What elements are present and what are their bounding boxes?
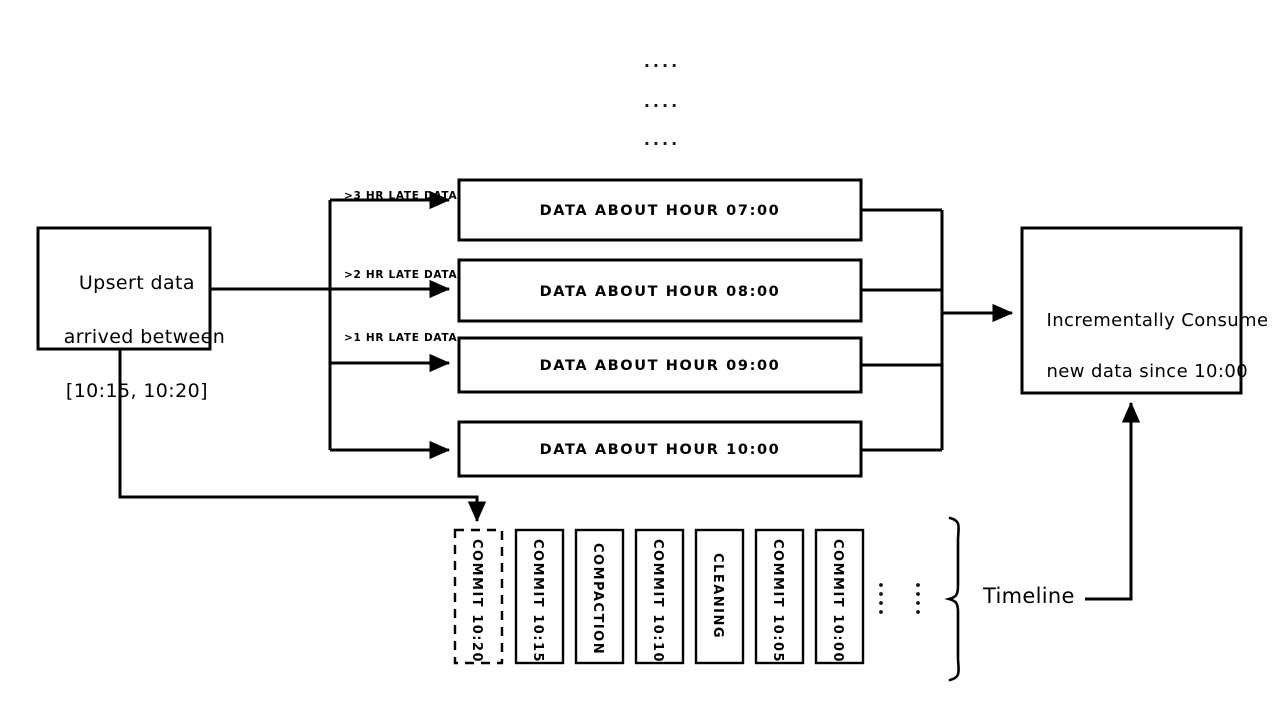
upsert-line-3: [10:15, 10:20] [65,379,208,402]
source-to-commit-arrow [118,349,487,523]
timeline-label-compaction: COMPACTION [590,543,605,656]
hour-box-1000 [457,420,863,478]
timeline-box-commit-1010 [634,528,685,665]
consume-sink-box [1020,226,1243,395]
timeline-continuation-dots-1 [879,583,883,614]
timeline-continuation-dots-2 [916,583,920,614]
hour-box-0800 [457,258,863,323]
hour-box-0900-label: DATA ABOUT HOUR 09:00 [539,358,781,374]
top-ellipsis-1: .... [643,52,681,71]
upsert-line-2: arrived between [63,325,226,348]
timeline-box-commit-1000 [814,528,865,665]
timeline-label-commit-1000: COMMIT 10:00 [830,539,845,664]
timeline-label-commit-1020: COMMIT 10:20 [469,539,484,664]
timeline-box-commit-1005 [754,528,805,665]
timeline-to-consume-arrow [1085,401,1141,601]
timeline-label-commit-1010: COMMIT 10:10 [650,539,665,664]
timeline-label-commit-1015: COMMIT 10:15 [530,539,545,664]
edge-label-late-3hr: >3 HR LATE DATA [344,190,458,202]
timeline-label-cleaning: CLEANING [710,553,725,640]
consume-line-2: new data since 10:00 [1046,360,1249,382]
consume-sink-text: Incrementally Consume new data since 10:… [1022,282,1269,410]
top-ellipsis-3: .... [643,130,681,149]
timeline-box-compaction [574,528,625,665]
upsert-line-1: Upsert data [78,271,195,294]
consume-line-1: Incrementally Consume [1046,309,1269,331]
upsert-source-box [36,226,212,351]
timeline-box-cleaning [694,528,745,665]
hour-box-1000-label: DATA ABOUT HOUR 10:00 [539,442,781,458]
hour-box-0700 [457,178,863,242]
upsert-source-text: Upsert data arrived between [10:15, 10:2… [38,243,225,432]
timeline-caption: Timeline [983,584,1075,608]
timeline-label-commit-1005: COMMIT 10:05 [770,539,785,664]
timeline-box-commit-1020 [453,528,504,665]
timeline-box-commit-1015 [514,528,565,665]
hour-box-0800-label: DATA ABOUT HOUR 08:00 [539,284,781,300]
timeline-brace [944,516,960,682]
hour-box-0700-label: DATA ABOUT HOUR 07:00 [539,203,781,219]
edge-label-late-2hr: >2 HR LATE DATA [344,269,458,281]
top-ellipsis-2: .... [643,92,681,111]
edge-label-late-1hr: >1 HR LATE DATA [344,332,458,344]
